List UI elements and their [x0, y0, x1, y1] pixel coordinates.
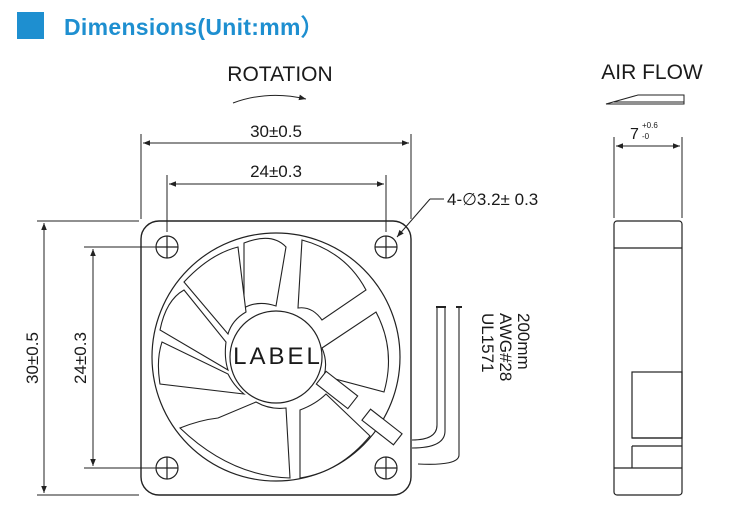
mounting-hole-leader: [396, 198, 444, 238]
hole-crosshair-icon: [375, 236, 397, 258]
airflow-label: AIR FLOW: [601, 61, 703, 84]
hole-pitch-v-label: 24±0.3: [71, 332, 90, 384]
vertical-dimensions: [37, 220, 156, 496]
outer-width-label: 30±0.5: [250, 122, 302, 141]
hole-crosshair-icon: [156, 236, 178, 258]
thickness-tol-minus: -0: [642, 132, 650, 141]
fan-blade: [183, 246, 247, 336]
airflow-arrow-icon: [605, 94, 685, 105]
wire-lead: [411, 307, 438, 441]
horizontal-dimensions: [140, 134, 412, 232]
wire-clip: [315, 370, 359, 410]
fan-side-view: [613, 220, 683, 496]
fan-bore: [151, 232, 401, 482]
hole-crosshair-icon: [375, 457, 397, 479]
fan-blade: [299, 393, 371, 479]
header-marker: [17, 11, 44, 39]
mounting-hole-label: 4-∅3.2± 0.3: [447, 190, 538, 209]
airflow-arrow-shape: [605, 94, 685, 105]
fan-frame: [140, 220, 412, 496]
leader-line: [396, 198, 431, 238]
wire-spec-line-2: AWG#28: [496, 313, 515, 381]
thickness-tol-plus: +0.6: [642, 121, 658, 130]
side-connector: [631, 371, 683, 439]
fan-blade: [243, 237, 287, 309]
page-title: Dimensions(Unit:mm）: [64, 14, 324, 40]
fan-blade: [297, 239, 367, 321]
outer-height-label: 30±0.5: [23, 332, 42, 384]
fan-blade: [179, 401, 291, 479]
wire-lead: [411, 307, 446, 449]
thickness-dimension: [613, 137, 683, 218]
wire-clip: [361, 408, 403, 446]
wire-spec-line-1: UL1571: [478, 313, 497, 373]
rotation-label: ROTATION: [227, 63, 332, 86]
fan-front-view: [140, 220, 462, 496]
fan-blade: [157, 341, 246, 395]
rotation-arrow-icon: [232, 94, 307, 104]
wire-lead: [417, 307, 460, 465]
center-label: LABEL: [233, 343, 323, 370]
fan-hub: [229, 310, 323, 404]
fan-blade: [159, 289, 229, 372]
wire-spec-line-3: 200mm: [514, 313, 533, 370]
side-frame: [613, 220, 683, 496]
hole-crosshair-icon: [156, 457, 178, 479]
fan-blade: [321, 311, 390, 393]
thickness-label: 7: [630, 126, 639, 143]
wire-exit: [315, 306, 462, 465]
section-header: Dimensions(Unit:mm）: [17, 8, 324, 42]
fan-blades: [157, 237, 390, 479]
hole-pitch-h-label: 24±0.3: [250, 162, 302, 181]
